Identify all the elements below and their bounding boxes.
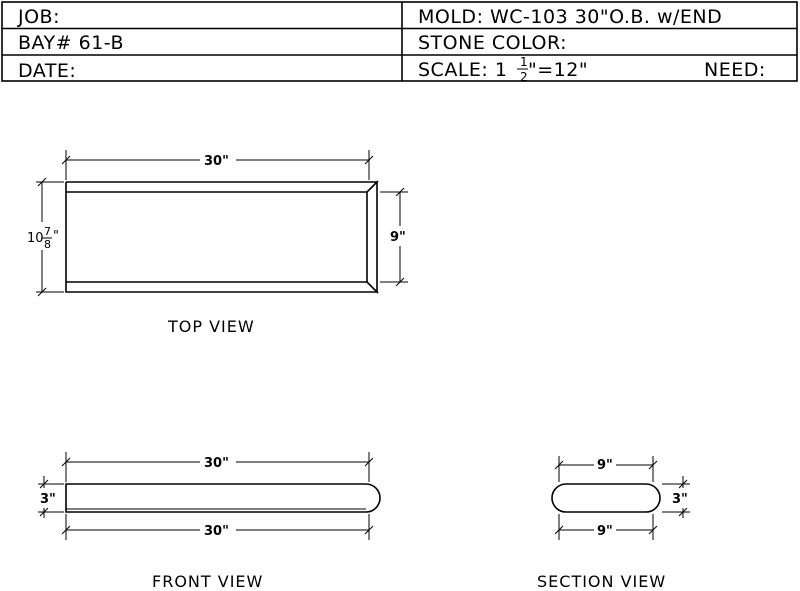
top-view-width-denominator: 8 (44, 238, 51, 251)
top-view: 30" 10 7 8 " 9" TOP VIEW (27, 150, 408, 336)
front-view-top-length-dimension: 30" (61, 452, 374, 482)
front-view-top-length-label: 30" (204, 456, 229, 471)
top-view-width-dimension: 10 7 8 " (27, 177, 64, 297)
top-view-title: TOP VIEW (167, 317, 255, 336)
top-view-inner-width-dimension: 9" (380, 187, 408, 287)
top-view-outline (65, 180, 379, 294)
top-view-width-whole: 10 (27, 231, 44, 246)
section-view-top-width-dimension: 9" (554, 456, 658, 482)
front-view-height-dimension: 3" (38, 476, 64, 518)
front-view: 30" 30" 3" FRONT VIEW (38, 452, 381, 591)
front-view-title: FRONT VIEW (152, 572, 263, 591)
section-view-bottom-width-label: 9" (597, 524, 613, 539)
date-label: DATE: (18, 60, 76, 82)
section-view-bottom-width-dimension: 9" (554, 514, 658, 540)
front-view-bottom-length-dimension: 30" (61, 514, 374, 540)
section-view-title: SECTION VIEW (537, 572, 666, 591)
scale-fraction-denominator: 2 (520, 70, 528, 84)
bay-label: BAY# 61-B (18, 32, 124, 54)
job-label: JOB: (17, 6, 60, 28)
top-view-inner-width-label: 9" (390, 230, 406, 245)
top-view-width-numerator: 7 (44, 225, 51, 238)
top-view-width-inch: " (53, 229, 59, 244)
top-view-length-label: 30" (204, 154, 229, 169)
need-label: NEED: (704, 59, 766, 81)
section-view-outline (551, 483, 661, 513)
mold-label: MOLD: WC-103 30"O.B. w/END (418, 6, 722, 28)
scale-prefix: SCALE: 1 (418, 59, 507, 81)
front-view-height-label: 3" (40, 492, 56, 507)
section-view: 9" 9" 3" SECTION VIEW (537, 456, 690, 591)
section-view-top-width-label: 9" (597, 458, 613, 473)
scale-label: SCALE: 1 1 2 "=12" (418, 55, 588, 84)
section-view-height-dimension: 3" (662, 476, 690, 518)
front-view-bottom-length-label: 30" (204, 524, 229, 539)
stone-color-label: STONE COLOR: (418, 32, 567, 54)
top-view-length-dimension: 30" (61, 150, 374, 180)
front-view-outline (65, 483, 381, 513)
scale-suffix: "=12" (528, 59, 588, 81)
title-block: JOB: BAY# 61-B DATE: MOLD: WC-103 30"O.B… (1, 1, 798, 84)
section-view-height-label: 3" (672, 492, 688, 507)
scale-fraction-numerator: 1 (520, 55, 528, 69)
